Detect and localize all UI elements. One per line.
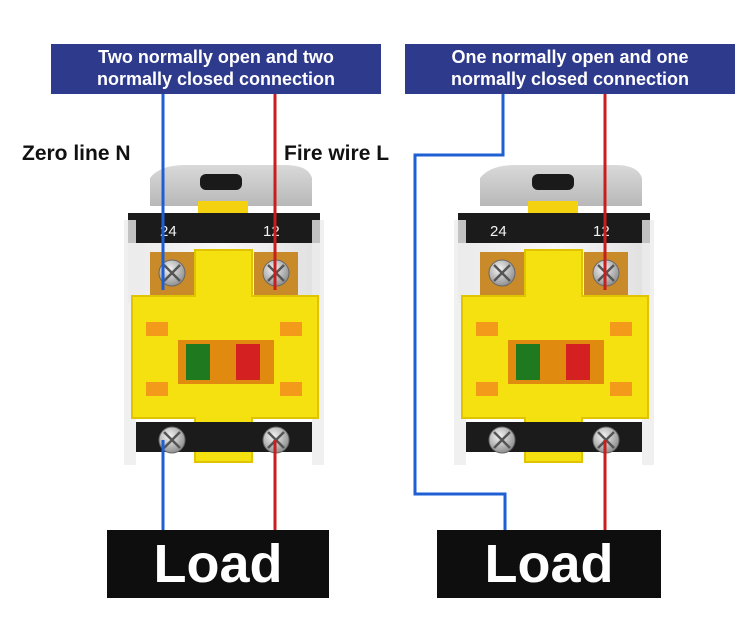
banner-line: One normally open and one (451, 47, 689, 67)
banner-line: normally closed connection (450, 69, 690, 89)
green-contact-icon (516, 344, 540, 380)
housing-vent (280, 382, 302, 396)
terminal-strip-top (458, 213, 650, 243)
switch-top-slot (532, 174, 574, 190)
switch-top-slot (200, 174, 242, 190)
housing-vent (476, 322, 498, 336)
zero-line-label: Zero line N (22, 142, 131, 165)
housing-vent (476, 382, 498, 396)
screw-terminal-icon (487, 258, 517, 288)
housing-vent (610, 382, 632, 396)
switch-right: 24 12 (454, 165, 654, 465)
load-box: Load (437, 530, 661, 598)
red-contact-icon (566, 344, 590, 380)
green-contact-icon (186, 344, 210, 380)
housing-vent (610, 322, 632, 336)
housing-vent (280, 322, 302, 336)
load-box: Load (107, 530, 329, 598)
terminal-number-12: 12 (263, 223, 280, 240)
housing-vent (146, 322, 168, 336)
banner-one-no-one-nc: One normally open and one normally close… (405, 44, 735, 94)
switch-left: 24 12 (124, 165, 324, 465)
terminal-number-24: 24 (490, 223, 507, 240)
red-contact-icon (236, 344, 260, 380)
terminal-strip-top (128, 213, 320, 243)
terminal-number-12: 12 (593, 223, 610, 240)
housing-vent (146, 382, 168, 396)
banner-line: Two normally open and two (98, 47, 334, 67)
screw-terminal-icon (487, 425, 517, 455)
banner-two-no-two-nc: Two normally open and two normally close… (51, 44, 381, 94)
neutral-wire-loop (413, 94, 507, 532)
fire-wire-label: Fire wire L (284, 142, 390, 165)
banner-line: normally closed connection (96, 69, 336, 89)
